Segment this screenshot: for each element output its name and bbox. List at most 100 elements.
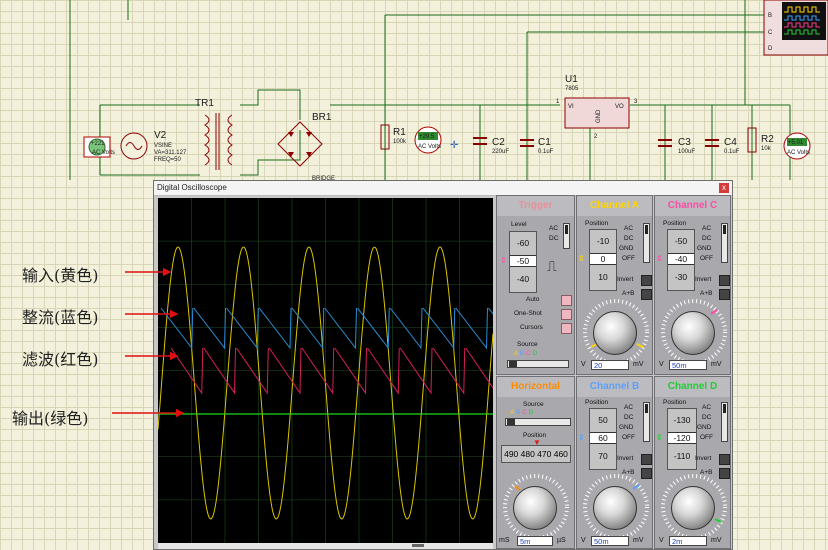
trigger-title: Trigger [497, 196, 574, 216]
channel-b-volts-knob[interactable] [593, 486, 637, 530]
channel-c-unit-mv: mV [711, 361, 722, 368]
meter3-unit: AC Volts [787, 150, 810, 156]
horizontal-time-value[interactable]: 5m [517, 536, 553, 546]
trigger-source-b[interactable]: B [519, 350, 525, 357]
r1-label: R1 [393, 127, 406, 138]
scroll-thumb[interactable] [412, 544, 424, 547]
channel-b-unit-mv: mV [633, 537, 644, 544]
trigger-auto-button[interactable] [561, 295, 572, 306]
annotation-filtered: 滤波(红色) [22, 350, 99, 369]
trigger-cursors-button[interactable] [561, 323, 572, 334]
horizontal-time-knob[interactable] [513, 486, 557, 530]
horizontal-source-letters[interactable]: ~ A B C D [505, 409, 534, 416]
channel-b-invert-button[interactable] [641, 454, 652, 465]
trigger-source-label: Source [517, 341, 538, 348]
u1-gnd: GND [596, 109, 602, 123]
trigger-level-label: Level [511, 221, 527, 228]
horizontal-position-spinner[interactable]: 490 480 470 460 [501, 445, 571, 463]
channel-a-gnd: GND [619, 245, 634, 252]
channel-c-apb-label: A+B [700, 290, 713, 297]
channel-d-invert-button[interactable] [719, 454, 730, 465]
c1-value: 0.1uF [538, 149, 554, 155]
horizontal-scrollbar[interactable] [158, 543, 493, 549]
trigger-coupling-switch[interactable] [563, 223, 570, 249]
channel-a-invert-button[interactable] [641, 275, 652, 286]
channel-c-coupling-switch[interactable] [721, 223, 728, 263]
c3-value: 100uF [678, 149, 695, 155]
channel-c-position-spinner[interactable]: -50 -40 -30 [667, 229, 695, 291]
channel-b-position-spinner[interactable]: 50 60 70 [589, 408, 617, 470]
trigger-source-slider[interactable] [507, 360, 569, 368]
channel-a-position-upper: -10 [596, 236, 610, 246]
trigger-level-lower: -40 [516, 274, 530, 284]
channel-c-position-label: Position [663, 220, 687, 227]
trigger-panel: Trigger Level -60 -50 -40 ⇕ AC DC ⎍ Auto… [496, 195, 575, 375]
channel-d-off: OFF [700, 434, 713, 441]
channel-d-position-spinner[interactable]: -130 -120 -110 [667, 408, 697, 470]
channel-d-position-lower: -110 [673, 451, 691, 461]
channel-a-volts-value[interactable]: 20 [591, 360, 629, 370]
channel-c-title: Channel C [655, 196, 730, 216]
channel-d-volts-knob[interactable] [671, 486, 715, 530]
bridge-subtitle: BRIDGE [312, 176, 335, 182]
channel-a-apb-label: A+B [622, 290, 635, 297]
c2-value: 220uF [492, 149, 509, 155]
meter3-value: +5.01 [788, 140, 804, 146]
channel-c-invert-button[interactable] [719, 275, 730, 286]
channel-d-gnd: GND [697, 424, 712, 431]
trigger-cursors-label: Cursors [520, 324, 543, 331]
horizontal-unit-ms: mS [499, 537, 510, 544]
oscilloscope-window[interactable]: Digital Oscilloscope x Trigger Level -60… [153, 180, 733, 550]
channel-b-position-upper: 50 [598, 415, 608, 425]
channel-d-volts-value[interactable]: 2m [669, 536, 707, 546]
channel-b-apb-button[interactable] [641, 468, 652, 479]
channel-b-panel: Channel B Position 50 60 70 ⇕ AC DC GND … [576, 376, 653, 549]
channel-d-apb-button[interactable] [719, 468, 730, 479]
channel-c-volts-knob[interactable] [671, 311, 715, 355]
trigger-source-d[interactable]: D [532, 350, 538, 357]
channel-b-gnd: GND [619, 424, 634, 431]
c2-label: C2 [492, 137, 505, 148]
meter1-unit: AC Volts [92, 150, 115, 156]
trigger-level-arrows-icon: ⇕ [500, 256, 507, 265]
channel-a-apb-button[interactable] [641, 289, 652, 300]
u1-pin2: 2 [594, 134, 598, 140]
channel-a-coupling-switch[interactable] [643, 223, 650, 263]
channel-a-unit-v: V [581, 361, 586, 368]
channel-d-coupling-switch[interactable] [721, 402, 728, 442]
channel-a-ac: AC [624, 225, 634, 232]
channel-c-volts-value[interactable]: 50m [669, 360, 707, 370]
channel-b-volts-value[interactable]: 50m [591, 536, 629, 546]
trigger-level-upper: -60 [516, 238, 530, 248]
trigger-edge-icon[interactable]: ⎍ [547, 258, 557, 274]
channel-d-position-upper: -130 [673, 415, 691, 425]
channel-a-position-spinner[interactable]: -10 0 10 [589, 229, 617, 291]
tr1-label: TR1 [195, 98, 214, 109]
trigger-level-spinner[interactable]: -60 -50 -40 [509, 231, 537, 293]
u1-vo: VO [615, 104, 624, 110]
channel-c-position-upper: -50 [674, 236, 688, 246]
channel-d-dc: DC [702, 414, 712, 421]
trigger-source-c[interactable]: C [525, 350, 531, 357]
channel-a-volts-knob[interactable] [593, 311, 637, 355]
channel-d-position-value: -120 [668, 432, 696, 444]
trigger-source-a[interactable]: A [514, 350, 518, 357]
trigger-source-letters[interactable]: A B C D [514, 350, 537, 357]
channel-b-dc: DC [624, 414, 634, 421]
channel-b-coupling-switch[interactable] [643, 402, 650, 442]
channel-b-unit-v: V [581, 537, 586, 544]
channel-a-off: OFF [622, 255, 635, 262]
close-button[interactable]: x [719, 183, 729, 193]
channel-c-apb-button[interactable] [719, 289, 730, 300]
channel-d-panel: Channel D Position -130 -120 -110 ⇕ AC D… [654, 376, 731, 549]
meter2-unit: AC Volts [418, 144, 441, 150]
r1-value: 100k [393, 139, 407, 145]
v2-freq: FREQ=50 [154, 157, 182, 163]
horizontal-unit-us: µS [557, 537, 566, 544]
waveform-plot [158, 198, 493, 543]
horizontal-source-slider[interactable] [505, 418, 571, 426]
trigger-oneshot-button[interactable] [561, 309, 572, 320]
u1-pin1: 1 [556, 99, 560, 105]
channel-a-position-lower: 10 [598, 272, 608, 282]
